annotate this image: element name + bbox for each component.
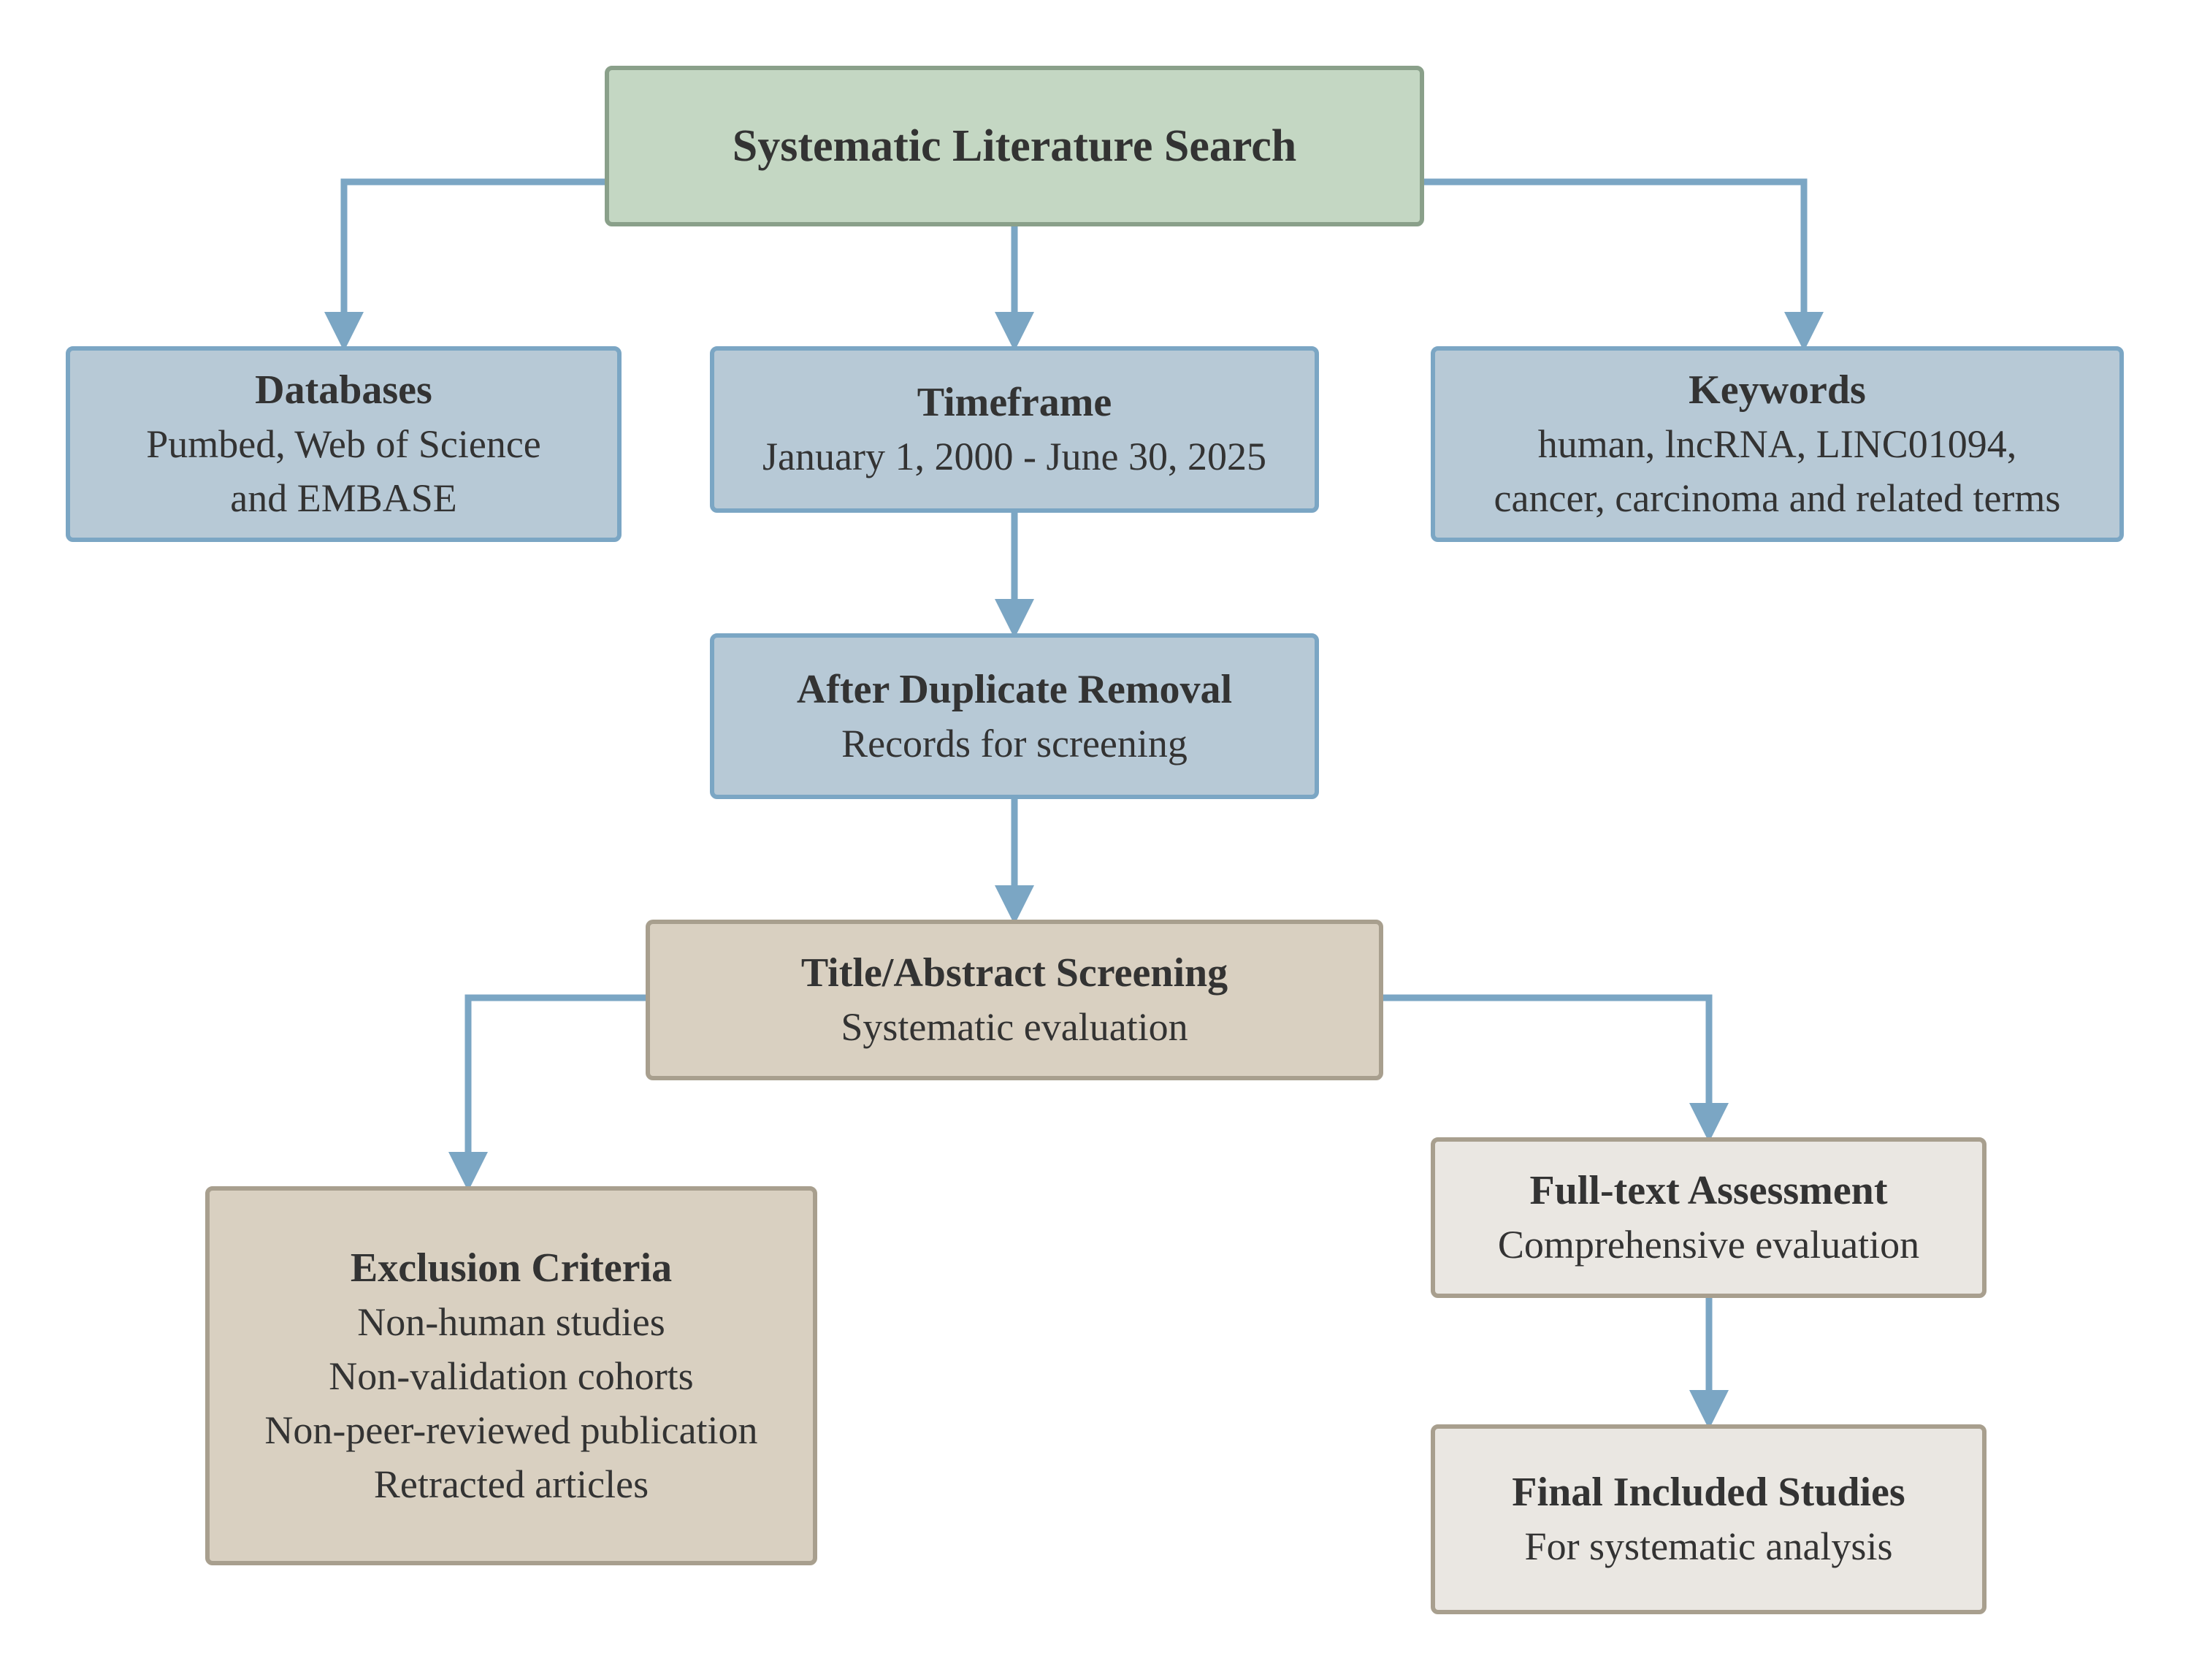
node-line: Pumbed, Web of Science — [146, 422, 541, 466]
node-systematic-literature-search: Systematic Literature Search — [605, 66, 1424, 226]
node-line: Non-peer-reviewed publication — [264, 1408, 758, 1452]
node-line: January 1, 2000 - June 30, 2025 — [762, 435, 1266, 478]
node-keywords: Keywords human, lncRNA, LINC01094, cance… — [1431, 346, 2124, 542]
node-title: Final Included Studies — [1512, 1470, 1905, 1515]
node-line: Systematic evaluation — [841, 1005, 1188, 1049]
node-title-abstract-screening: Title/Abstract Screening Systematic eval… — [646, 920, 1383, 1080]
node-title: After Duplicate Removal — [796, 666, 1233, 712]
node-line: and EMBASE — [230, 476, 457, 520]
node-line: Records for screening — [841, 721, 1188, 765]
node-title: Keywords — [1689, 367, 1866, 413]
node-title: Databases — [255, 367, 432, 413]
node-title: Full-text Assessment — [1529, 1168, 1888, 1213]
edge-screening-fulltext — [1383, 994, 1729, 1142]
edge-search-databases — [324, 178, 605, 351]
node-line: Non-validation cohorts — [329, 1353, 694, 1398]
node-line: human, lncRNA, LINC01094, — [1537, 422, 2017, 466]
node-final-included-studies: Final Included Studies For systematic an… — [1431, 1424, 1987, 1614]
node-title: Timeframe — [917, 380, 1112, 425]
node-line: Comprehensive evaluation — [1497, 1223, 1920, 1267]
node-after-duplicate-removal: After Duplicate Removal Records for scre… — [710, 633, 1319, 799]
node-line: Retracted articles — [373, 1462, 649, 1506]
node-title: Systematic Literature Search — [732, 121, 1297, 171]
node-full-text-assessment: Full-text Assessment Comprehensive evalu… — [1431, 1137, 1987, 1298]
node-line: cancer, carcinoma and related terms — [1494, 476, 2061, 520]
edge-screening-exclusion — [448, 994, 646, 1191]
node-line: Non-human studies — [357, 1299, 665, 1344]
node-line: For systematic analysis — [1524, 1524, 1893, 1568]
node-databases: Databases Pumbed, Web of Science and EMB… — [66, 346, 622, 542]
edge-search-keywords — [1424, 178, 1824, 351]
node-exclusion-criteria: Exclusion Criteria Non-human studies Non… — [205, 1186, 817, 1565]
node-timeframe: Timeframe January 1, 2000 - June 30, 202… — [710, 346, 1319, 513]
node-title: Title/Abstract Screening — [800, 950, 1228, 996]
node-title: Exclusion Criteria — [350, 1245, 673, 1291]
